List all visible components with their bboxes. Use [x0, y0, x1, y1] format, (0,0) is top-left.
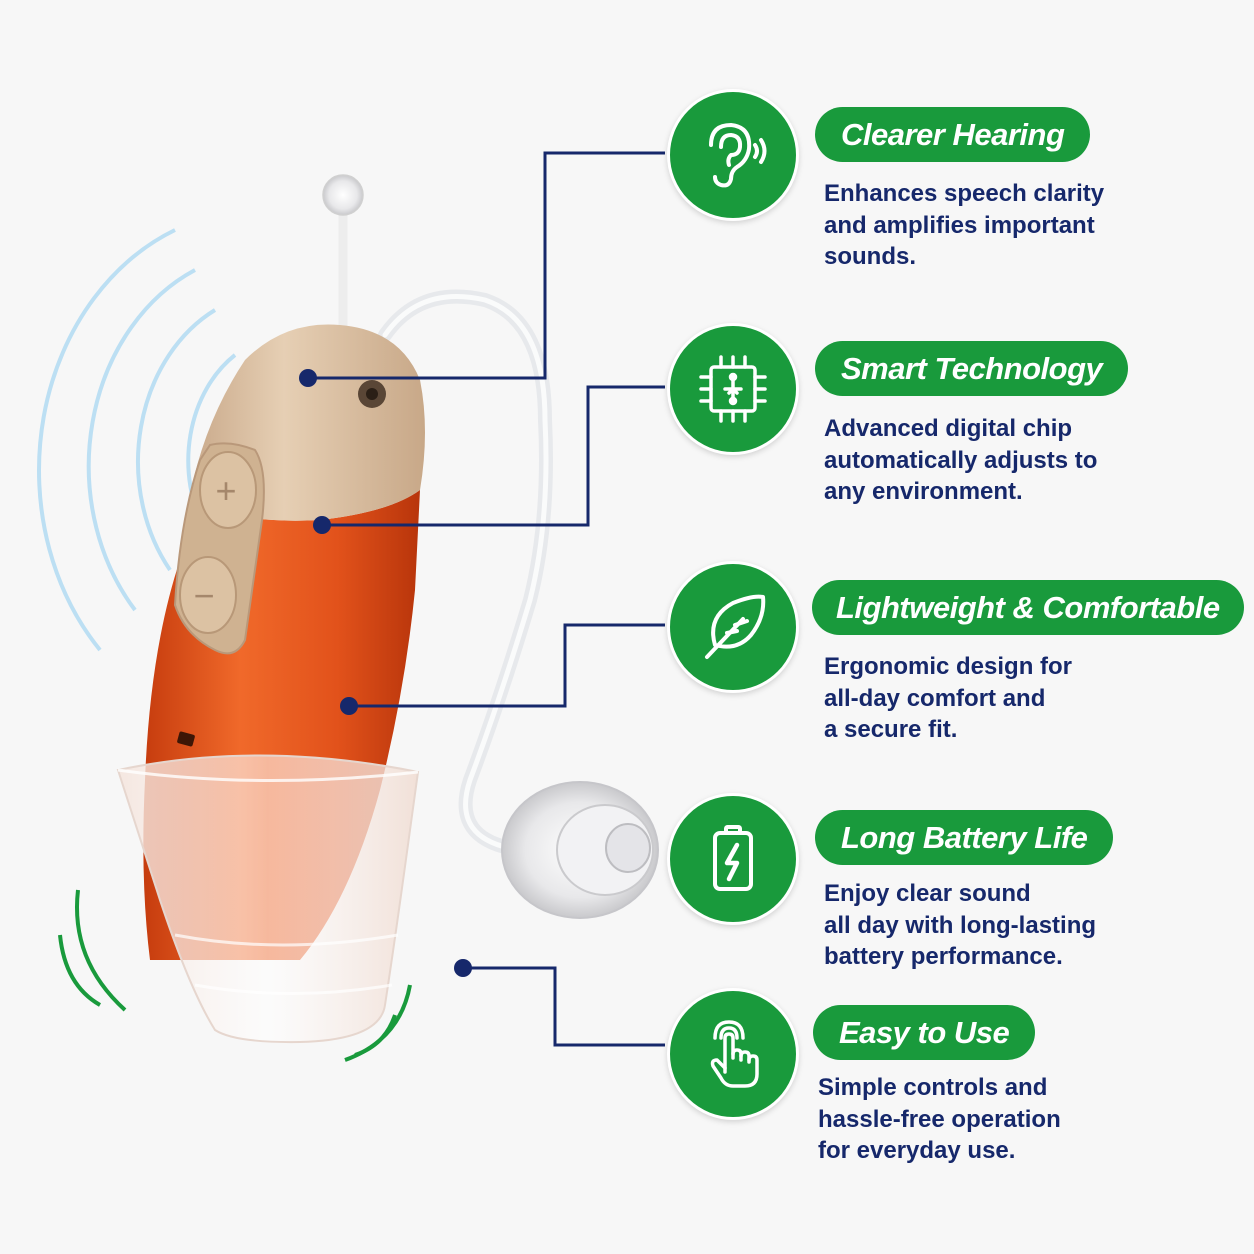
vibration-marks	[58, 889, 412, 1062]
pointer-dot	[340, 697, 358, 715]
pointer-dot	[313, 516, 331, 534]
volume-down-button[interactable]: −	[179, 556, 237, 634]
ear-dome	[501, 781, 659, 919]
pointer-dot	[299, 369, 317, 387]
pointer-dot	[454, 959, 472, 977]
charging-cup	[116, 754, 420, 1044]
volume-up-button[interactable]: +	[199, 451, 257, 529]
minus-icon: −	[193, 575, 214, 616]
antenna-ball	[322, 174, 364, 216]
plus-icon: +	[215, 470, 236, 511]
